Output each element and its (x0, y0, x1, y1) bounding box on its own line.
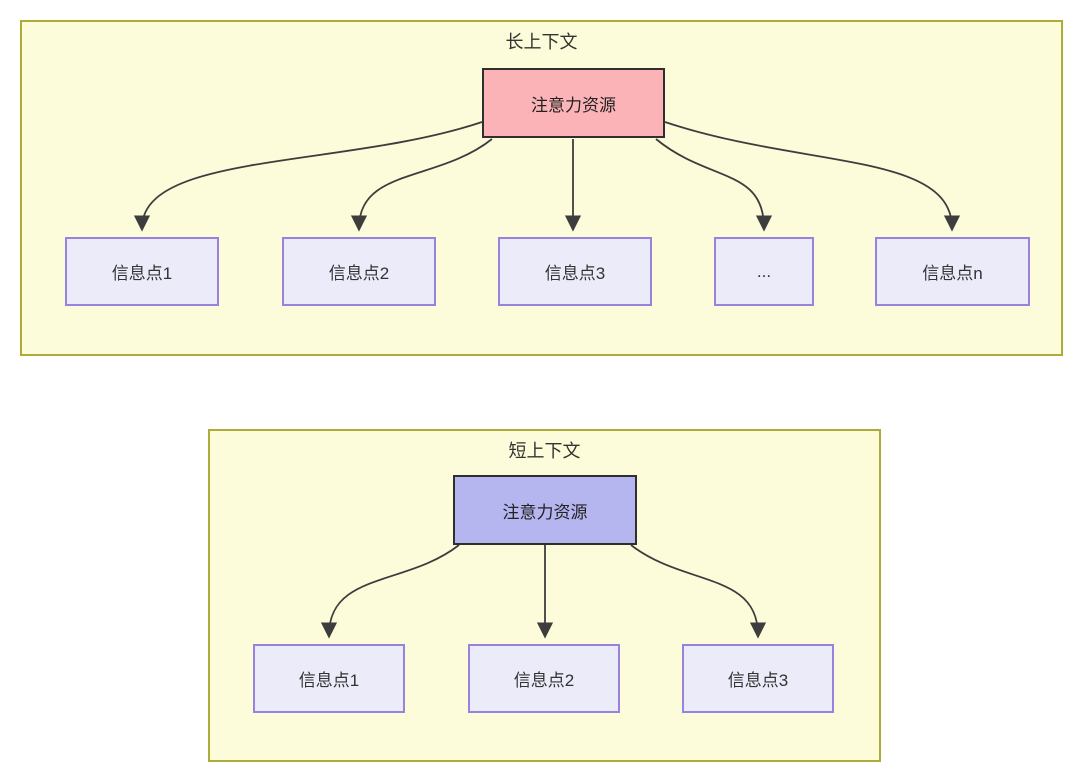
arrow-long-to-info1 (133, 121, 483, 232)
info-box-long-1: 信息点1 (65, 237, 219, 306)
attention-box-long: 注意力资源 (482, 68, 665, 138)
info-box-long-2: 信息点2 (282, 237, 436, 306)
info-box-long-3: 信息点3 (498, 237, 652, 306)
arrow-short-to-info3 (630, 544, 767, 639)
arrow-short-to-info1 (320, 544, 460, 639)
info-box-long-dots: ... (714, 237, 814, 306)
info-box-short-1: 信息点1 (253, 644, 405, 713)
arrow-long-to-info2 (350, 138, 493, 232)
arrow-long-to-info-dots (655, 138, 773, 232)
panel-short-title: 短上下文 (508, 441, 581, 461)
arrow-long-to-infon (664, 121, 961, 232)
info-box-short-2: 信息点2 (468, 644, 620, 713)
panel-long-title: 长上下文 (505, 32, 578, 52)
attention-box-short: 注意力资源 (453, 475, 637, 545)
info-box-long-n: 信息点n (875, 237, 1030, 306)
info-box-short-3: 信息点3 (682, 644, 834, 713)
